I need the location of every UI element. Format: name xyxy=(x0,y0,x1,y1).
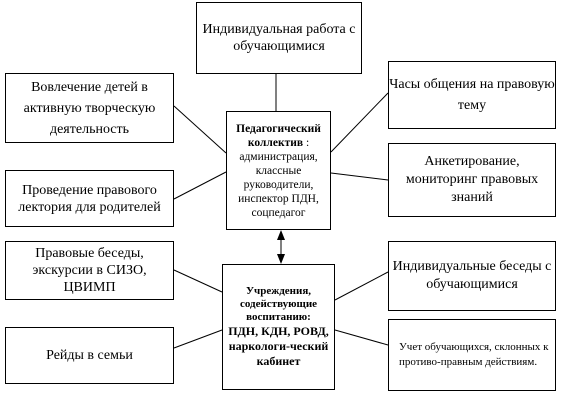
box-family-raids-text: Рейды в семьи xyxy=(46,348,133,363)
arrow-head-up xyxy=(277,230,285,240)
box-lecture-text: Проведение правового лектория для родите… xyxy=(18,182,161,215)
box-individual-work: Индивидуальная работа с обучающимися xyxy=(196,2,362,74)
box-communication-hours: Часы общения на правовую тему xyxy=(388,61,556,129)
pedagogical-staff-title: Педагогический коллектив xyxy=(236,122,321,149)
connector-right4 xyxy=(334,329,389,346)
institutions-content: Учреждения, содействующие воспитанию: ПД… xyxy=(225,285,332,369)
connector-right3 xyxy=(334,271,389,301)
box-survey-text: Анкетирование, мониторинг правовых знани… xyxy=(405,154,539,205)
box-involvement: Вовлечение детей в активную творческую д… xyxy=(5,73,174,143)
institutions-orgs: ПДН, КДН, РОВД, наркологи-ческий кабинет xyxy=(228,324,329,368)
connector-left4 xyxy=(173,329,223,349)
box-individual-talks: Индивидуальные беседы с обучающимися xyxy=(388,241,556,311)
connector-left2 xyxy=(173,171,227,200)
pedagogical-staff-content: Педагогический коллектив : администрация… xyxy=(227,122,330,220)
box-pedagogical-staff: Педагогический коллектив : администрация… xyxy=(226,111,331,230)
box-legal-talks-text: Правовые беседы, экскурсии в СИЗО, ЦВИМП xyxy=(32,246,147,295)
box-involvement-text: Вовлечение детей в активную творческую д… xyxy=(23,79,156,137)
connector-right1 xyxy=(330,92,389,153)
box-communication-hours-text: Часы общения на правовую тему xyxy=(389,77,555,113)
connector-left1 xyxy=(173,105,227,154)
box-institutions: Учреждения, содействующие воспитанию: ПД… xyxy=(222,264,335,390)
box-family-raids: Рейды в семьи xyxy=(5,327,174,384)
box-registration: Учет обучающихся, склонных к противо-пра… xyxy=(388,319,556,391)
arrow-head-down xyxy=(277,254,285,264)
box-legal-talks: Правовые беседы, экскурсии в СИЗО, ЦВИМП xyxy=(5,241,174,300)
box-lecture: Проведение правового лектория для родите… xyxy=(5,170,174,227)
box-registration-text: Учет обучающихся, склонных к противо-пра… xyxy=(399,341,549,368)
box-survey: Анкетирование, мониторинг правовых знани… xyxy=(388,143,556,217)
institutions-title: Учреждения, содействующие воспитанию: xyxy=(239,285,318,323)
connector-right2 xyxy=(330,172,389,181)
pedagogical-staff-members: : администрация, классные руководители, … xyxy=(238,136,319,219)
box-individual-work-text: Индивидуальная работа с обучающимися xyxy=(202,22,356,54)
connector-left3 xyxy=(173,269,223,293)
box-individual-talks-text: Индивидуальные беседы с обучающимися xyxy=(392,259,552,292)
